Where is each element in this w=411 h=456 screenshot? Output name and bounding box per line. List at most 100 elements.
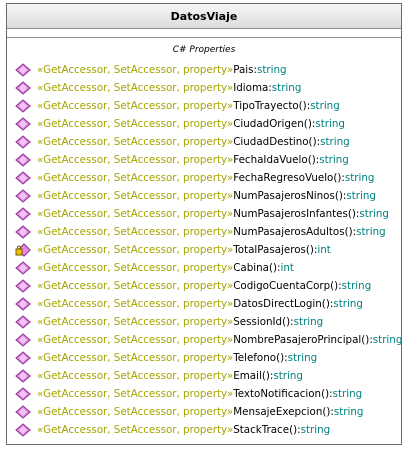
property-row[interactable]: «GetAccessor, SetAccessor, property» Nom… <box>7 331 403 349</box>
property-icon <box>15 135 31 149</box>
member-type: string <box>293 316 324 328</box>
member-stereotype: «GetAccessor, SetAccessor, property» <box>37 82 234 94</box>
member-stereotype: «GetAccessor, SetAccessor, property» <box>37 370 234 382</box>
property-row[interactable]: «GetAccessor, SetAccessor, property» Num… <box>7 205 401 223</box>
member-name: NombrePasajeroPrincipal <box>233 334 362 346</box>
member-stereotype: «GetAccessor, SetAccessor, property» <box>37 424 234 436</box>
member-params: () <box>303 118 312 130</box>
member-stereotype: «GetAccessor, SetAccessor, property» <box>37 208 234 220</box>
member-params: () <box>308 136 317 148</box>
class-box-datosviaje[interactable]: DatosViaje C# Properties «GetAccessor, S… <box>6 3 402 445</box>
member-type: int <box>317 244 331 256</box>
member-type: string <box>346 190 376 202</box>
member-params: () <box>361 334 370 346</box>
property-icon <box>15 207 31 221</box>
member-name: SessionId <box>233 316 283 328</box>
member-name: Email <box>233 370 262 382</box>
member-stereotype: «GetAccessor, SetAccessor, property» <box>37 136 234 148</box>
property-row[interactable]: «GetAccessor, SetAccessor, property» Ema… <box>7 367 401 385</box>
property-icon <box>15 369 31 383</box>
property-row[interactable]: «GetAccessor, SetAccessor, property» Idi… <box>7 79 401 97</box>
member-name: TipoTrayecto <box>233 100 299 112</box>
property-icon <box>15 63 31 77</box>
property-icon <box>15 225 31 239</box>
member-name: DatosDirectLogin <box>233 298 322 310</box>
property-icon <box>15 261 31 275</box>
member-name: Telefono <box>233 352 277 364</box>
member-name: StackTrace <box>233 424 290 436</box>
member-stereotype: «GetAccessor, SetAccessor, property» <box>37 334 234 346</box>
property-icon <box>15 297 31 311</box>
property-row[interactable]: «GetAccessor, SetAccessor, property» Ses… <box>7 313 401 331</box>
member-stereotype: «GetAccessor, SetAccessor, property» <box>37 154 234 166</box>
member-name: TextoNotificacion <box>233 388 322 400</box>
member-params: () <box>268 262 278 274</box>
property-row[interactable]: «GetAccessor, SetAccessor, property» Num… <box>7 187 401 205</box>
property-icon <box>15 153 31 167</box>
member-params: () <box>282 316 291 328</box>
member-stereotype: «GetAccessor, SetAccessor, property» <box>37 100 234 112</box>
member-stereotype: «GetAccessor, SetAccessor, property» <box>37 316 234 328</box>
property-row[interactable]: «GetAccessor, SetAccessor, property» Tot… <box>7 241 401 259</box>
member-stereotype: «GetAccessor, SetAccessor, property» <box>37 64 234 76</box>
member-name: FechaIdaVuelo <box>233 154 308 166</box>
property-row[interactable]: «GetAccessor, SetAccessor, property» Tex… <box>7 385 401 403</box>
member-type: string <box>332 388 363 400</box>
property-row[interactable]: «GetAccessor, SetAccessor, property» Men… <box>7 403 401 421</box>
locked-property-icon <box>15 243 31 257</box>
property-icon <box>15 405 31 419</box>
class-name[interactable]: DatosViaje <box>7 4 401 29</box>
member-params: () <box>261 370 270 382</box>
member-type: string <box>320 136 350 148</box>
attributes-compartment <box>7 29 401 38</box>
property-icon <box>15 81 31 95</box>
member-type: int <box>280 262 294 274</box>
member-type: string <box>287 352 318 364</box>
member-type: string <box>273 370 303 382</box>
property-row[interactable]: «GetAccessor, SetAccessor, property» Num… <box>7 223 401 241</box>
member-name: MensajeExepcion <box>233 406 323 418</box>
property-icon <box>15 351 31 365</box>
member-name: NumPasajerosNinos <box>233 190 335 202</box>
property-row[interactable]: «GetAccessor, SetAccessor, property» Tip… <box>7 97 401 115</box>
member-name: CodigoCuentaCorp <box>233 280 331 292</box>
member-params: () <box>298 100 307 112</box>
member-stereotype: «GetAccessor, SetAccessor, property» <box>37 388 234 400</box>
member-params: () <box>333 172 342 184</box>
member-name: NumPasajerosInfantes <box>233 208 348 220</box>
member-type: string <box>319 154 349 166</box>
member-type: string <box>300 424 331 436</box>
property-row[interactable]: «GetAccessor, SetAccessor, property» Pai… <box>7 61 401 79</box>
member-type: string <box>344 172 375 184</box>
property-icon <box>15 117 31 131</box>
property-row[interactable]: «GetAccessor, SetAccessor, property» Fec… <box>7 151 401 169</box>
property-icon <box>15 387 31 401</box>
member-type: string <box>341 280 372 292</box>
property-row[interactable]: «GetAccessor, SetAccessor, property» Cab… <box>7 259 401 277</box>
member-stereotype: «GetAccessor, SetAccessor, property» <box>37 280 234 292</box>
member-name: TotalPasajeros <box>233 244 306 256</box>
member-stereotype: «GetAccessor, SetAccessor, property» <box>37 172 234 184</box>
section-title: C# Properties <box>172 45 236 55</box>
property-icon <box>15 333 31 347</box>
property-icon <box>15 279 31 293</box>
property-row[interactable]: «GetAccessor, SetAccessor, property» Ciu… <box>7 133 401 151</box>
member-type: string <box>333 406 364 418</box>
member-params: () <box>334 190 343 202</box>
property-row[interactable]: «GetAccessor, SetAccessor, property» Cod… <box>7 277 401 295</box>
property-row[interactable]: «GetAccessor, SetAccessor, property» Fec… <box>7 169 401 187</box>
member-type: string <box>372 334 403 346</box>
member-stereotype: «GetAccessor, SetAccessor, property» <box>37 298 234 310</box>
member-params: () <box>347 208 356 220</box>
property-icon <box>15 171 31 185</box>
property-row[interactable]: «GetAccessor, SetAccessor, property» Tel… <box>7 349 401 367</box>
property-row[interactable]: «GetAccessor, SetAccessor, property» Dat… <box>7 295 401 313</box>
member-type: string <box>315 118 345 130</box>
member-stereotype: «GetAccessor, SetAccessor, property» <box>37 262 234 274</box>
property-row[interactable]: «GetAccessor, SetAccessor, property» Ciu… <box>7 115 401 133</box>
member-params: () <box>330 280 339 292</box>
member-params: () <box>289 424 298 436</box>
property-icon <box>15 315 31 329</box>
member-name: Idioma <box>233 82 269 94</box>
property-row[interactable]: «GetAccessor, SetAccessor, property» Sta… <box>7 421 401 439</box>
